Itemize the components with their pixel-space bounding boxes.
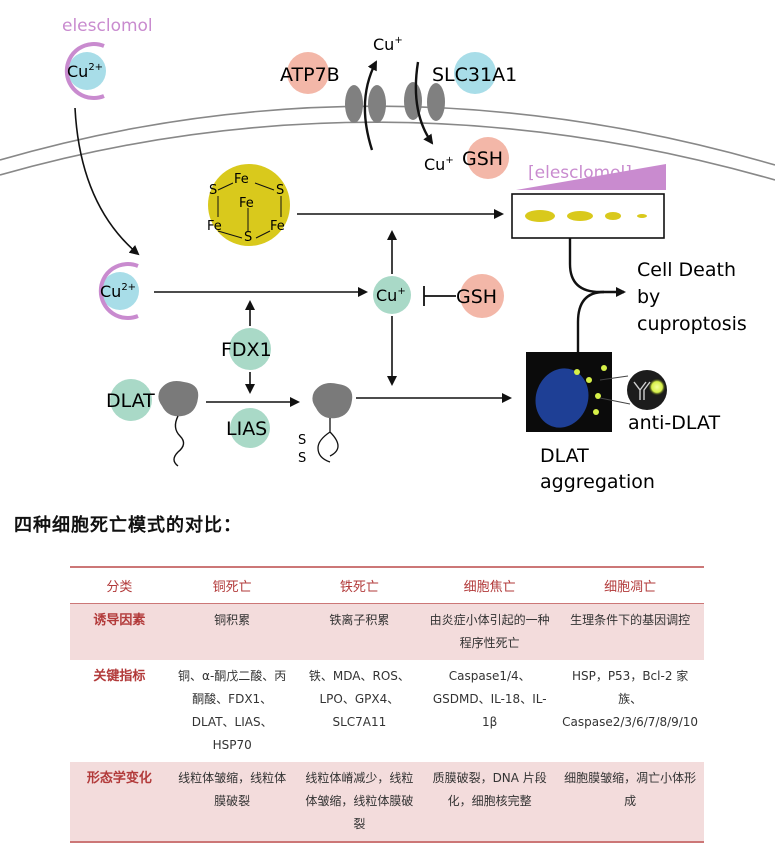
anti-dlat-label: anti-DLAT <box>628 412 720 434</box>
cu2-circle-mid <box>101 272 139 310</box>
svg-text:Fe: Fe <box>234 172 249 187</box>
elesclomol-label: elesclomol <box>62 16 153 36</box>
arrow-aggregation-to-death <box>576 290 605 352</box>
table-cell: 线粒体皱缩，线粒体膜破裂 <box>168 762 296 843</box>
gsh-inhibition-bar <box>423 286 456 306</box>
svg-text:Fe: Fe <box>207 219 222 234</box>
lias-label: LIAS <box>226 418 267 440</box>
table-cell: Caspase1/4、GSDMD、IL-18、IL-1β <box>432 669 547 729</box>
cu-plus-top-label: Cu+ <box>373 35 403 54</box>
gel-band-4 <box>637 214 647 218</box>
slc31a1-label: SLC31A1 <box>432 64 517 86</box>
cu-plus-center-circle <box>373 276 411 314</box>
table-cell: 由炎症小体引起的一种程序性死亡 <box>423 603 557 660</box>
aggregation-nucleus <box>535 368 589 428</box>
table-header: 细胞凋亡 <box>556 566 704 604</box>
table-header: 分类 <box>70 566 169 604</box>
row-label: 形态学变化 <box>70 762 169 843</box>
arrow-cu-influx <box>414 61 434 145</box>
lipoylated-dlat-blob <box>312 383 353 419</box>
svg-text:Fe: Fe <box>270 219 285 234</box>
cell-death-label: Cell Death by cuproptosis <box>637 259 747 335</box>
table-cell: 质膜破裂，DNA 片段化，细胞核完整 <box>423 762 557 843</box>
elesclomol-arc-top <box>64 42 105 100</box>
gsh-circle-top <box>467 137 509 179</box>
cu-plus-bottom-label: Cu+ <box>424 155 454 174</box>
svg-text:S: S <box>276 183 284 198</box>
aggregation-dot-4 <box>601 365 607 371</box>
aggregation-dot-3 <box>595 393 601 399</box>
cell-membrane-outer <box>0 105 775 166</box>
svg-text:Fe: Fe <box>239 196 254 211</box>
comparison-table: 分类 铜死亡 铁死亡 细胞焦亡 细胞凋亡 诱导因素 铜积累 铁离子积累 由炎症小… <box>70 566 704 843</box>
gsh-label-mid: GSH <box>456 286 497 308</box>
row-label: 诱导因素 <box>70 603 169 660</box>
lipoyl-s-1: S <box>298 433 306 448</box>
table-header: 细胞焦亡 <box>423 566 557 604</box>
antibody-icon <box>633 381 651 400</box>
cu2-label-mid: Cu2+ <box>100 282 136 301</box>
cu2-label-top: Cu2+ <box>67 62 103 81</box>
slc31a1-circle <box>454 52 496 94</box>
svg-text:S: S <box>244 230 252 245</box>
transporter-left-b <box>368 85 386 123</box>
cu-plus-center-label: Cu+ <box>376 286 406 305</box>
dlat-circle <box>110 379 152 421</box>
cu2-circle-top <box>68 52 106 90</box>
fdx1-circle <box>229 328 271 370</box>
aggregation-dot-5 <box>593 409 599 415</box>
lipoyl-s-2: S <box>298 451 306 466</box>
table-header: 铜死亡 <box>168 566 296 604</box>
gel-band-2 <box>567 211 593 221</box>
table-cell: 铁离子积累 <box>295 603 424 660</box>
gel-band-3 <box>605 212 621 220</box>
arrow-cu2-entry <box>74 107 140 256</box>
table-cell: 细胞膜皱缩，凋亡小体形成 <box>556 762 704 843</box>
table-cell: 铜积累 <box>168 603 296 660</box>
table-cell: HSP，P53，Bcl-2 家族、Caspase2/3/6/7/8/9/10 <box>562 669 699 729</box>
gsh-label-top: GSH <box>462 148 503 170</box>
aggregation-dot-2 <box>586 377 592 383</box>
aggregation-dot-1 <box>574 369 580 375</box>
arrow-gel-to-death <box>568 238 626 297</box>
cuproptosis-diagram: elesclomol Cu2+ ATP7B SLC31A1 Cu+ Cu+ GS… <box>0 16 775 493</box>
fe-s-cluster-labels: Fe S S Fe Fe S Fe <box>207 172 285 245</box>
table-cell: 铁、MDA、ROS、LPO、GPX4、SLC7A11 <box>308 669 410 729</box>
table-cell: 线粒体嵴减少，线粒体皱缩，线粒体膜破裂 <box>295 762 424 843</box>
transporter-left-a <box>345 85 363 123</box>
elesclomol-arc-mid <box>98 262 139 320</box>
anti-dlat-glow <box>648 378 666 396</box>
row-label: 关键指标 <box>93 669 146 684</box>
fe-s-cluster <box>208 164 290 246</box>
svg-text:S: S <box>209 183 217 198</box>
gsh-circle-mid <box>460 274 504 318</box>
table-header: 铁死亡 <box>295 566 424 604</box>
lias-circle <box>230 408 270 448</box>
elesclomol-gradient-wedge <box>516 164 666 190</box>
transporter-right-b <box>427 83 445 121</box>
dlat-label: DLAT <box>106 390 155 412</box>
lipoyl-group <box>317 418 339 463</box>
dlat-lipoyl-arm <box>173 415 185 467</box>
table-cell: 铜、α-酮戊二酸、丙酮酸、FDX1、DLAT、LIAS、HSP70 <box>178 669 287 752</box>
dlat-protein-blob <box>158 381 199 417</box>
arrow-cu-efflux <box>363 60 378 151</box>
table-cell: 生理条件下的基因调控 <box>556 603 704 660</box>
atp7b-circle <box>287 52 329 94</box>
table-row: 关键指标 铜、α-酮戊二酸、丙酮酸、FDX1、DLAT、LIAS、HSP70 铁… <box>70 660 704 762</box>
atp7b-label: ATP7B <box>280 64 340 86</box>
table-header-row: 分类 铜死亡 铁死亡 细胞焦亡 细胞凋亡 <box>70 566 704 604</box>
aggregation-label: DLAT aggregation <box>540 445 655 493</box>
zoom-lines <box>599 375 631 405</box>
table-row: 诱导因素 铜积累 铁离子积累 由炎症小体引起的一种程序性死亡 生理条件下的基因调… <box>70 603 704 660</box>
gel-band-1 <box>525 210 555 222</box>
table-row: 形态学变化 线粒体皱缩，线粒体膜破裂 线粒体嵴减少，线粒体皱缩，线粒体膜破裂 质… <box>70 762 704 843</box>
fdx1-label: FDX1 <box>221 339 272 361</box>
section-title: 四种细胞死亡模式的对比： <box>14 515 242 536</box>
cell-membrane-inner <box>0 121 775 181</box>
